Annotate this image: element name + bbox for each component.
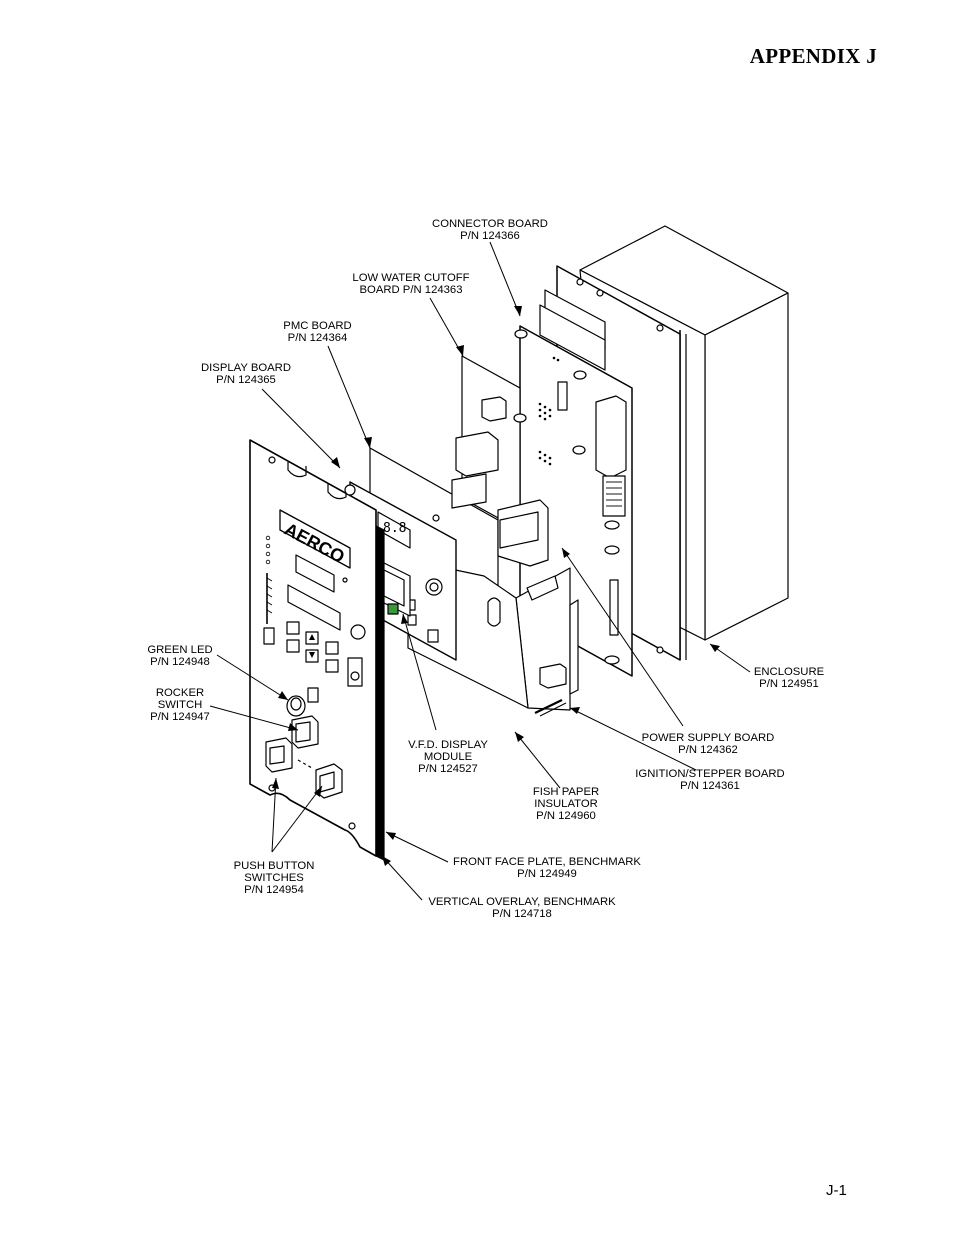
callout-line: FISH PAPER: [532, 786, 600, 798]
callout-push-button-switches: PUSH BUTTON SWITCHES P/N 124954: [224, 860, 324, 896]
callout-power-supply-board: POWER SUPPLY BOARD P/N 124362: [628, 732, 788, 756]
push-button-switches-part: [265, 737, 343, 799]
ignition-stepper-board-part: [515, 567, 579, 717]
callout-line: POWER SUPPLY BOARD: [641, 732, 775, 744]
callout-line: SWITCH: [157, 699, 203, 711]
callout-line: IGNITION/STEPPER BOARD: [635, 768, 785, 780]
callout-line: P/N 124718: [492, 908, 552, 920]
callout-line: P/N 124954: [244, 884, 304, 896]
callout-line: GREEN LED: [147, 644, 213, 656]
green-led-part: [286, 687, 319, 717]
rocker-switch-part: [291, 715, 319, 749]
callout-line: MODULE: [423, 751, 473, 763]
callout-pmc-board: PMC BOARD P/N 124364: [270, 320, 365, 344]
callout-line: ENCLOSURE: [753, 666, 825, 678]
callout-green-led: GREEN LED P/N 124948: [138, 644, 222, 668]
callout-enclosure: ENCLOSURE P/N 124951: [744, 666, 834, 690]
callout-line: V.F.D. DISPLAY: [408, 739, 488, 751]
page-number: J-1: [826, 1182, 847, 1199]
callout-line: P/N 124949: [517, 868, 577, 880]
callout-line: P/N 124365: [216, 374, 276, 386]
callout-line: P/N 124527: [418, 763, 478, 775]
callout-line: P/N 124947: [150, 711, 210, 723]
callout-line: PMC BOARD: [283, 320, 352, 332]
callout-line: SWITCHES: [244, 872, 304, 884]
callout-low-water-cutoff-board: LOW WATER CUTOFF BOARD P/N 124363: [345, 272, 477, 296]
callout-rocker-switch: ROCKER SWITCH P/N 124947: [138, 687, 222, 723]
leader-lines: [209, 241, 751, 901]
callout-line: ROCKER: [155, 687, 205, 699]
callout-line: FRONT FACE PLATE, BENCHMARK: [453, 856, 641, 868]
callout-line: PUSH BUTTON: [233, 860, 315, 872]
callout-line: P/N 124364: [287, 332, 348, 344]
page-heading: APPENDIX J: [749, 44, 877, 68]
svg-text:8.8: 8.8: [383, 521, 406, 536]
callout-line: DISPLAY BOARD: [201, 362, 291, 374]
callout-front-face-plate: FRONT FACE PLATE, BENCHMARK P/N 124949: [446, 856, 648, 880]
leader-arrowheads: [272, 306, 720, 866]
callout-line: LOW WATER CUTOFF: [352, 272, 470, 284]
callout-fish-paper-insulator: FISH PAPER INSULATOR P/N 124960: [516, 786, 616, 822]
vertical-overlay-part: [375, 525, 385, 861]
callout-ignition-stepper-board: IGNITION/STEPPER BOARD P/N 124361: [624, 768, 796, 792]
callout-line: P/N 124960: [536, 810, 596, 822]
callout-connector-board: CONNECTOR BOARD P/N 124366: [425, 218, 555, 242]
callout-line: P/N 124361: [680, 780, 740, 792]
callout-line: BOARD P/N 124363: [359, 284, 463, 296]
callout-line: P/N 124362: [678, 744, 738, 756]
callout-line: CONNECTOR BOARD: [432, 218, 548, 230]
callout-line: P/N 124948: [150, 656, 210, 668]
vfd-display-module-part: [377, 559, 411, 617]
callout-display-board: DISPLAY BOARD P/N 124365: [193, 362, 299, 386]
callout-line: VERTICAL OVERLAY, BENCHMARK: [428, 896, 616, 908]
callout-vfd-display-module: V.F.D. DISPLAY MODULE P/N 124527: [398, 739, 498, 775]
callout-vertical-overlay: VERTICAL OVERLAY, BENCHMARK P/N 124718: [418, 896, 626, 920]
front-face-plate-part: AERCO: [249, 439, 377, 857]
callout-line: INSULATOR: [534, 798, 598, 810]
callout-line: P/N 124366: [460, 230, 520, 242]
callout-line: P/N 124951: [759, 678, 819, 690]
